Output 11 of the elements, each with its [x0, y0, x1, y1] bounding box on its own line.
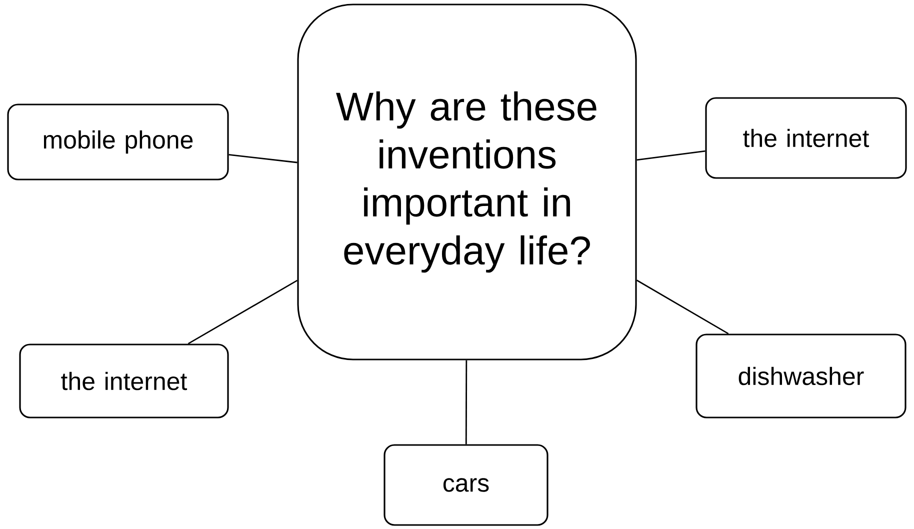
- topic-box: the internet: [705, 97, 907, 179]
- topic-box: cars: [384, 444, 548, 526]
- connector-line: [228, 154, 298, 164]
- topic-box: mobile phone: [7, 104, 229, 180]
- connector-line: [465, 360, 468, 444]
- topic-box: the internet: [19, 344, 229, 418]
- connector-line: [636, 150, 706, 161]
- connector-line: [188, 280, 298, 344]
- connector-line: [636, 280, 729, 334]
- topic-box: dishwasher: [696, 334, 906, 418]
- question-box: Why are these inventions important in everyday life?: [297, 4, 637, 360]
